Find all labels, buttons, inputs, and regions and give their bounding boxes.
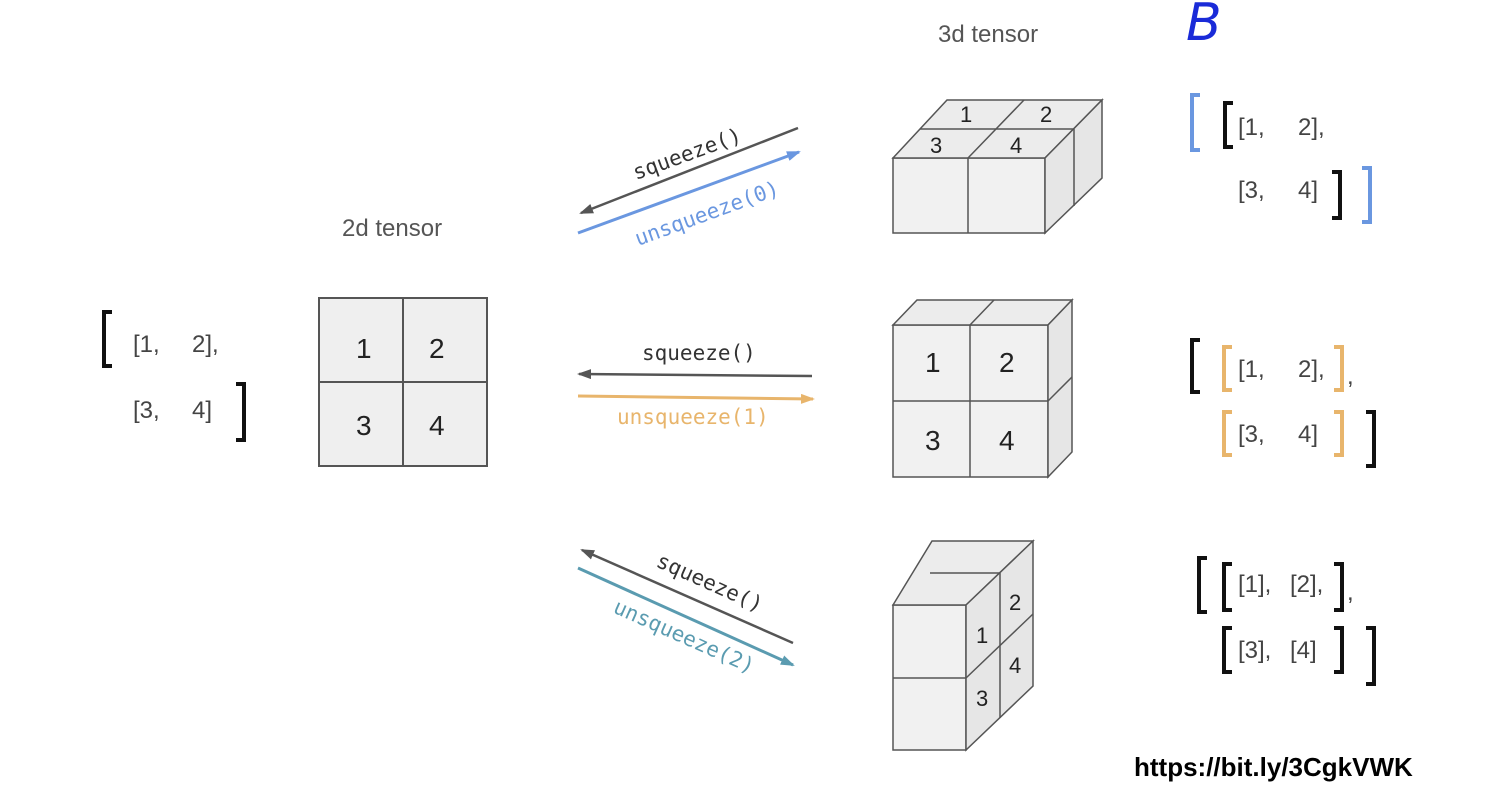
row2-close-bracket	[1334, 626, 1344, 674]
row2-close-bracket-orange	[1334, 410, 1344, 457]
outer-close-bracket-blue	[1362, 166, 1372, 224]
cube-dim1-cell-1: 1	[925, 347, 941, 378]
cube-dim2-cell-4: 4	[1009, 653, 1021, 678]
grid-2d-cell-1: 1	[356, 333, 372, 364]
corner-mark: B	[1186, 0, 1222, 53]
arrows-dim0: squeeze() unsqueeze(0)	[577, 123, 801, 251]
cube-dim0-cell-4: 4	[1010, 133, 1022, 158]
outer-open-bracket-blue	[1190, 93, 1200, 152]
right-matrix-dim0: [1, 2], [3, 4]	[1190, 93, 1372, 224]
cube-dim1: 1 2 3 4	[891, 298, 1074, 479]
cube-dim2: 1 2 3 4	[891, 539, 1035, 752]
row1-close-bracket-orange	[1334, 345, 1344, 392]
rm2-r2a: [3],	[1238, 637, 1271, 664]
grid-2d-cell-4: 4	[429, 410, 445, 441]
squeeze-arrow-dim1	[577, 369, 813, 380]
cube-dim0-cell-1: 1	[960, 102, 972, 127]
right-matrix-dim1: [1, 2], , [3, 4]	[1190, 338, 1376, 468]
left-matrix: [1, 2], [3, 4]	[102, 310, 246, 442]
left-matrix-r1b: 2],	[192, 331, 219, 358]
unsqueeze-label-dim1: unsqueeze(1)	[617, 405, 769, 429]
unsqueeze-arrow-dim0	[577, 150, 801, 235]
rm1-r2b: 4]	[1298, 421, 1318, 448]
rm2-r2b: [4]	[1290, 637, 1317, 664]
row1-open-bracket-orange	[1222, 345, 1232, 392]
rm0-r1b: 2],	[1298, 114, 1325, 141]
row1-close-bracket	[1334, 562, 1344, 612]
rm1-r1-comma: ,	[1347, 363, 1354, 390]
row2-open-bracket-orange	[1222, 410, 1232, 457]
row1-open-bracket	[1222, 562, 1232, 612]
source-url[interactable]: https://bit.ly/3CgkVWK	[1134, 752, 1413, 782]
left-matrix-open-bracket	[102, 310, 112, 368]
cube-dim2-cell-1: 1	[976, 623, 988, 648]
cube-dim1-cell-4: 4	[999, 425, 1015, 456]
rm1-r2a: [3,	[1238, 421, 1265, 448]
label-2d-tensor: 2d tensor	[342, 215, 442, 242]
squeeze-arrow-dim0	[579, 126, 799, 215]
cube-dim0-cell-2: 2	[1040, 102, 1052, 127]
left-matrix-r2a: [3,	[133, 397, 160, 424]
squeeze-label-dim0: squeeze()	[630, 123, 745, 184]
outer-close-bracket	[1366, 410, 1376, 468]
row2-open-bracket	[1222, 626, 1232, 674]
rm1-r1a: [1,	[1238, 356, 1265, 383]
grid-2d-cell-2: 2	[429, 333, 445, 364]
unsqueeze-arrow-dim1	[577, 393, 815, 404]
squeeze-arrow-dim2	[580, 548, 794, 645]
label-3d-tensor: 3d tensor	[938, 21, 1038, 48]
unsqueeze-label-dim0: unsqueeze(0)	[632, 176, 783, 250]
cube-dim2-cell-3: 3	[976, 686, 988, 711]
inner-open-bracket	[1223, 101, 1233, 149]
cube-dim0: 1 2 3 4	[891, 98, 1104, 235]
arrows-dim1: squeeze() unsqueeze(1)	[577, 341, 815, 429]
grid-2d: 1 2 3 4	[318, 297, 488, 467]
inner-close-bracket	[1332, 170, 1342, 220]
cube-dim1-cell-3: 3	[925, 425, 941, 456]
unsqueeze-arrow-dim2	[577, 566, 795, 667]
rm2-r1b: [2],	[1290, 571, 1323, 598]
rm2-r1a: [1],	[1238, 571, 1271, 598]
cube-dim1-cell-2: 2	[999, 347, 1015, 378]
outer-open-bracket	[1190, 338, 1200, 394]
rm0-r2a: [3,	[1238, 177, 1265, 204]
left-matrix-r2b: 4]	[192, 397, 212, 424]
left-matrix-r1a: [1,	[133, 331, 160, 358]
rm1-r1b: 2],	[1298, 356, 1325, 383]
right-matrix-dim2: [1], [2], , [3], [4]	[1197, 556, 1376, 686]
arrows-dim2: squeeze() unsqueeze(2)	[577, 548, 795, 678]
rm2-r1-comma: ,	[1347, 579, 1354, 606]
squeeze-label-dim1: squeeze()	[642, 341, 756, 365]
rm0-r1a: [1,	[1238, 114, 1265, 141]
cube-dim0-cell-3: 3	[930, 133, 942, 158]
outer-open-bracket	[1197, 556, 1207, 614]
grid-2d-cell-3: 3	[356, 410, 372, 441]
left-matrix-close-bracket	[236, 382, 246, 442]
cube-dim2-cell-2: 2	[1009, 590, 1021, 615]
rm0-r2b: 4]	[1298, 177, 1318, 204]
outer-close-bracket	[1366, 626, 1376, 686]
